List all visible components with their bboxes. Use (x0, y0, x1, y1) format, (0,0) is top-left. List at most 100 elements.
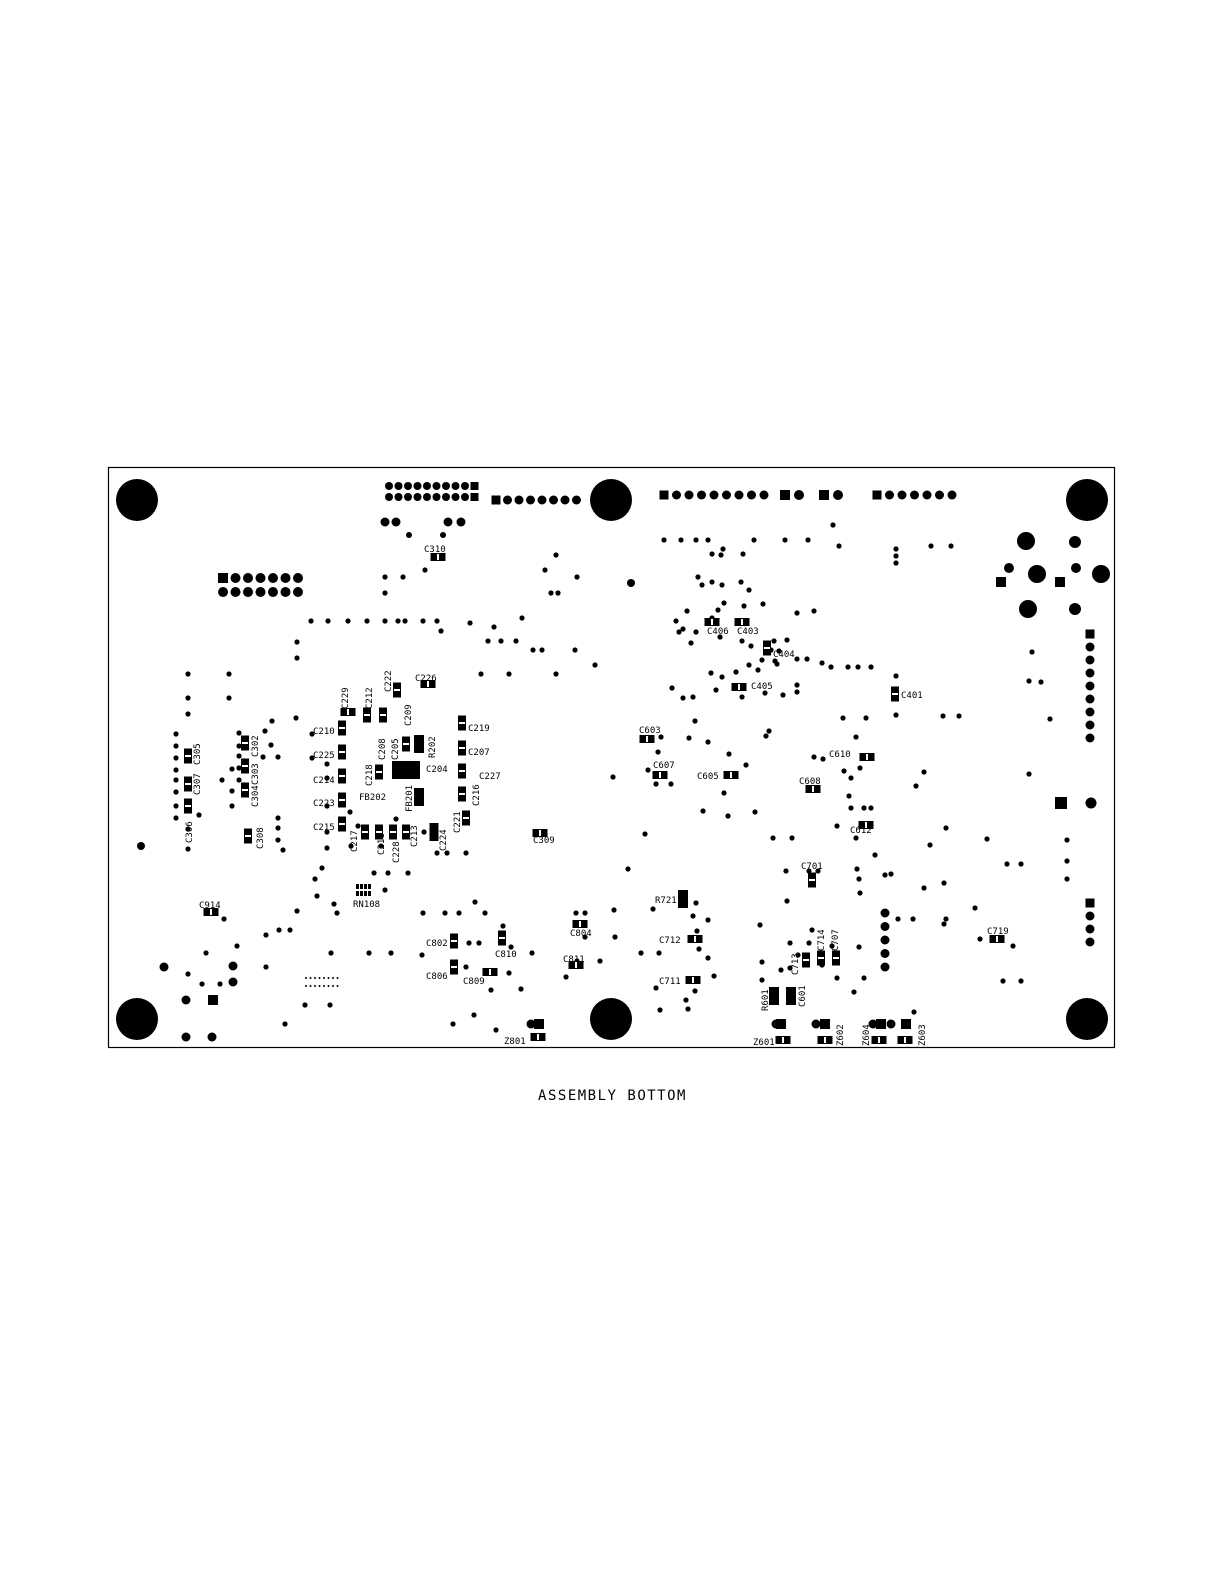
via (260, 754, 266, 760)
refdes-C210: C210 (313, 727, 335, 737)
smd-gap (782, 1037, 784, 1043)
via (913, 783, 919, 789)
via (834, 975, 840, 981)
round-pad (1085, 797, 1097, 809)
via (888, 871, 894, 877)
smd-gap (185, 783, 191, 785)
round-pad (514, 495, 524, 505)
via (611, 907, 617, 913)
refdes-C804: C804 (570, 929, 592, 939)
square-pad (491, 495, 501, 505)
via (1000, 978, 1006, 984)
via (741, 603, 747, 609)
via (759, 657, 765, 663)
via (493, 1027, 499, 1033)
round-pad (1019, 600, 1037, 618)
via (720, 546, 726, 552)
via (678, 537, 684, 543)
smd-gap (362, 831, 368, 833)
via (804, 656, 810, 662)
via (173, 755, 179, 761)
via (855, 664, 861, 670)
refdes-C209: C209 (404, 704, 414, 726)
via (848, 805, 854, 811)
smd-gap (803, 959, 809, 961)
test-dot (327, 985, 330, 987)
via (882, 872, 888, 878)
via (308, 618, 314, 624)
round-pad (1071, 563, 1081, 573)
via (229, 788, 235, 794)
connector-pads (159, 482, 1110, 1042)
smd-gap (741, 619, 743, 625)
round-pad (181, 995, 191, 1005)
via (539, 647, 545, 653)
round-pad (771, 1019, 781, 1029)
mounting-hole (590, 479, 632, 521)
via (388, 950, 394, 956)
refdes-C227: C227 (479, 772, 501, 782)
refdes-Z602: Z602 (836, 1024, 846, 1046)
round-pad (1085, 720, 1095, 730)
via (529, 950, 535, 956)
refdes-C401: C401 (901, 691, 923, 701)
via (229, 766, 235, 772)
via (1029, 649, 1035, 655)
via (173, 743, 179, 749)
square-pad (819, 490, 829, 500)
via (746, 587, 752, 593)
via (725, 813, 731, 819)
via (463, 964, 469, 970)
smd-gap (427, 681, 429, 687)
refdes-C302: C302 (251, 735, 261, 757)
via (943, 825, 949, 831)
square-pad (820, 1019, 830, 1029)
refdes-C806: C806 (426, 972, 448, 982)
via (391, 517, 401, 527)
via (872, 852, 878, 858)
via (324, 803, 330, 809)
via (420, 618, 426, 624)
smd-gap (659, 772, 661, 778)
via (294, 908, 300, 914)
round-pad (811, 1019, 821, 1029)
board-outline (107, 466, 1116, 1049)
via (787, 965, 793, 971)
smd-gap (242, 742, 248, 744)
refdes-C222: C222 (384, 670, 394, 692)
round-pad (1085, 642, 1095, 652)
smd-gap (738, 684, 740, 690)
refdes-C810: C810 (495, 950, 517, 960)
round-pad (413, 493, 422, 501)
via (219, 777, 225, 783)
round-pad (280, 573, 291, 583)
smd-gap (210, 909, 212, 915)
via (347, 809, 353, 815)
round-pad (1092, 565, 1110, 583)
via (324, 761, 330, 767)
via (921, 885, 927, 891)
square-pad (996, 577, 1006, 587)
smd-gap (347, 709, 349, 715)
via (488, 987, 494, 993)
via (185, 846, 191, 852)
test-dot (314, 985, 316, 987)
via (776, 648, 782, 654)
refdes-C308: C308 (256, 827, 266, 849)
refdes-C224: C224 (439, 829, 449, 851)
smd-gap (403, 831, 409, 833)
smd-gap (380, 714, 386, 716)
via (784, 898, 790, 904)
via (655, 749, 661, 755)
via (685, 1006, 691, 1012)
refdes-C403: C403 (737, 627, 759, 637)
via (854, 866, 860, 872)
refdes-C304: C304 (251, 785, 261, 807)
smd-gap (390, 831, 396, 833)
via (893, 673, 899, 679)
via (331, 901, 337, 907)
via (466, 940, 472, 946)
via (695, 574, 701, 580)
via (910, 916, 916, 922)
via (829, 943, 835, 949)
